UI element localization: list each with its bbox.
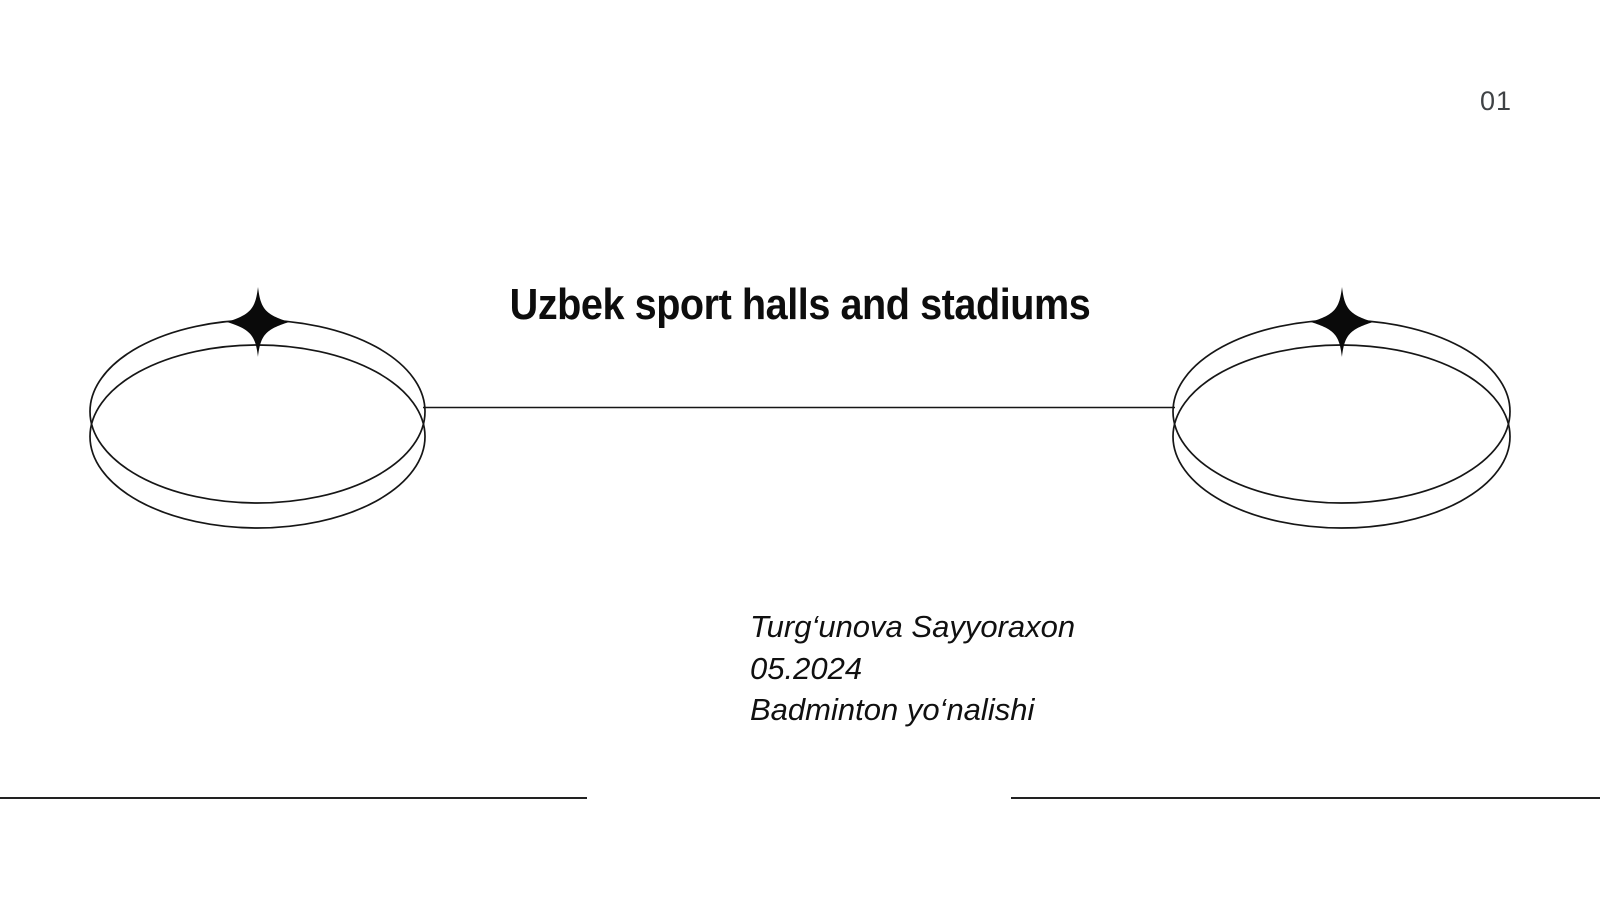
page-title: Uzbek sport halls and stadiums xyxy=(509,280,1091,329)
bottom-rule-right xyxy=(1011,797,1600,800)
page-number: 01 xyxy=(1479,86,1512,116)
author-specialty: Badminton yo‘nalishi xyxy=(750,692,1035,727)
author-block: Turg‘unova Sayyoraxon 05.2024 Badminton … xyxy=(750,606,1075,731)
right-orbit-ellipse-lower xyxy=(1172,344,1511,529)
bottom-rule-left xyxy=(0,797,587,800)
author-name: Turg‘unova Sayyoraxon xyxy=(750,609,1076,644)
left-orbit-ellipse-upper xyxy=(89,319,426,504)
left-orbit-ellipse-lower xyxy=(89,344,426,529)
right-orbit-ellipse-upper xyxy=(1172,319,1511,504)
author-date: 05.2024 xyxy=(750,650,863,686)
